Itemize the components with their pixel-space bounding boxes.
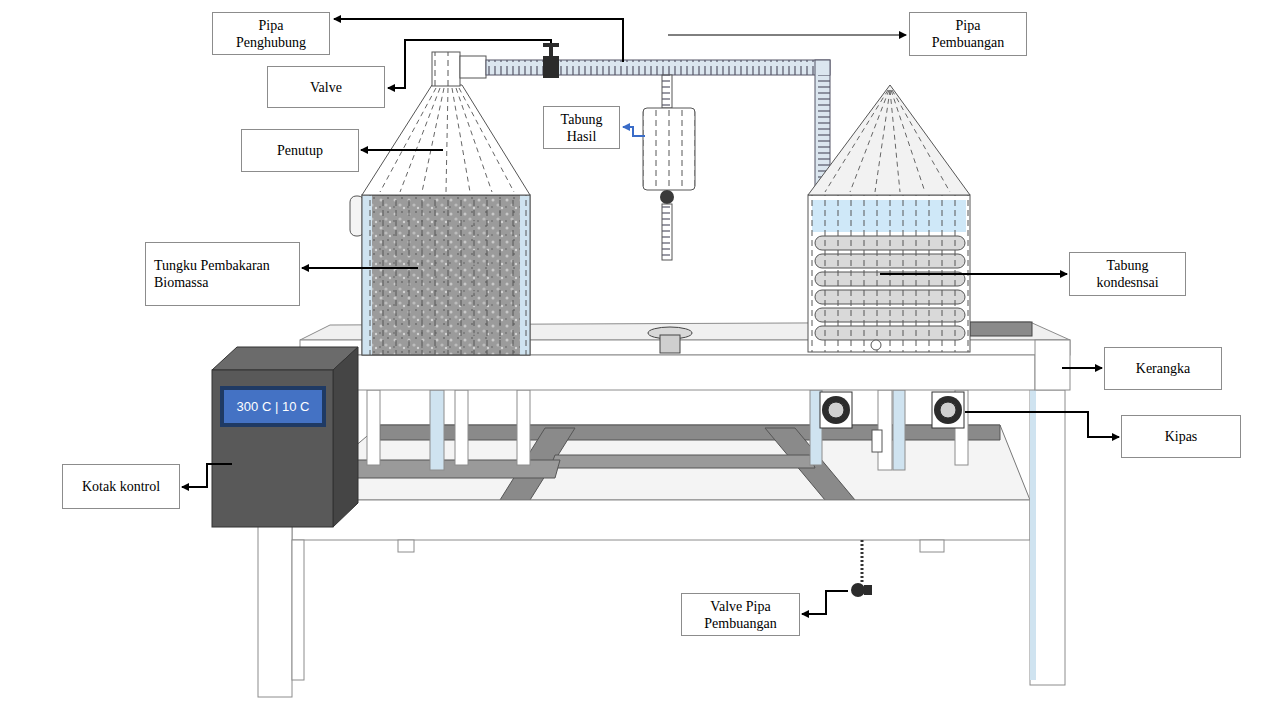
drain-pipe <box>861 540 864 584</box>
label-box: Tungku Pembakaran Biomassa <box>145 242 300 306</box>
part-label: Pipa Penghubung <box>227 17 315 51</box>
frame-beam <box>292 500 1030 540</box>
fan-hub <box>940 402 956 418</box>
frame-shelf <box>292 425 1030 500</box>
label-box: Tabung kondesnsai <box>1069 252 1186 296</box>
pipe-lines <box>662 75 672 108</box>
valve <box>543 56 559 78</box>
furnace-body <box>362 195 530 355</box>
label-box: Pipa Penghubung <box>212 12 330 55</box>
tube-outlet <box>662 204 672 260</box>
label-box: Valve <box>267 66 385 108</box>
control-box-side <box>333 347 358 527</box>
label-box: Kipas <box>1121 415 1241 458</box>
label-box: Tabung Hasil <box>543 106 620 149</box>
label-box: Penutup <box>241 129 359 172</box>
fan-housing <box>932 392 964 428</box>
drain-valve <box>864 585 872 595</box>
part-label: Kotak kontrol <box>69 478 173 495</box>
fan-housing <box>820 392 852 428</box>
frame-foot <box>398 540 414 552</box>
condenser-cover <box>808 85 970 195</box>
label-box: Valve Pipa Pembuangan <box>681 593 800 636</box>
fan <box>934 396 962 424</box>
post <box>517 390 530 465</box>
frame-leg-edge <box>1030 390 1036 680</box>
post <box>430 390 444 470</box>
furnace-lines <box>362 195 530 355</box>
post <box>367 390 380 465</box>
display-panel: 300 C | 10 C <box>220 386 326 427</box>
drain-valve <box>851 583 865 597</box>
pipe-lines <box>486 60 830 75</box>
pipe-lines <box>662 204 672 260</box>
label-box: Kotak kontrol <box>62 464 180 509</box>
label-box: Pipa Pembuangan <box>909 12 1027 56</box>
label-box: Kerangka <box>1104 347 1222 390</box>
connecting-pipe <box>486 60 830 75</box>
part-label: Valve <box>274 79 378 96</box>
furnace-neck <box>432 52 460 86</box>
neck-lines <box>432 52 460 86</box>
control-box <box>212 370 333 527</box>
gear-shaft <box>660 335 680 353</box>
frame-leg <box>1030 390 1065 685</box>
part-label: Kerangka <box>1111 360 1215 377</box>
post <box>893 390 905 470</box>
cover-lines <box>825 90 950 192</box>
fan-hub <box>828 402 844 418</box>
fan <box>822 396 850 424</box>
fan-stand <box>872 430 882 452</box>
frame-leg <box>292 540 304 680</box>
result-tube <box>643 108 695 190</box>
condenser-outlet <box>871 340 881 350</box>
leader-lines <box>182 19 1119 614</box>
leader-line <box>623 127 645 136</box>
tube-valve <box>660 190 674 204</box>
part-label: Tungku Pembakaran Biomassa <box>154 257 291 291</box>
frame-rail <box>970 322 1032 336</box>
part-label: Penutup <box>248 142 352 159</box>
valve-handle <box>543 43 559 47</box>
frame-leg <box>258 500 292 697</box>
frame-beam <box>355 355 1035 390</box>
valve-stem <box>549 46 553 56</box>
part-label: Kipas <box>1128 428 1234 445</box>
furnace-cover <box>362 85 530 195</box>
tube-lines <box>643 108 695 190</box>
frame-crossbar <box>550 455 815 468</box>
frame-rail <box>380 425 1000 440</box>
part-label: Valve Pipa Pembuangan <box>692 598 789 632</box>
cover-lines <box>380 88 514 192</box>
frame-foot <box>920 540 944 552</box>
tube-pipe <box>662 75 672 108</box>
part-label: Tabung Hasil <box>548 111 615 145</box>
part-label: Tabung kondesnsai <box>1080 257 1175 291</box>
frame-corner <box>1035 340 1070 390</box>
part-label: Pipa Pembuangan <box>924 17 1012 51</box>
post <box>455 390 468 465</box>
display-reading: 300 C | 10 C <box>226 398 320 415</box>
pipe-elbow <box>460 56 486 78</box>
